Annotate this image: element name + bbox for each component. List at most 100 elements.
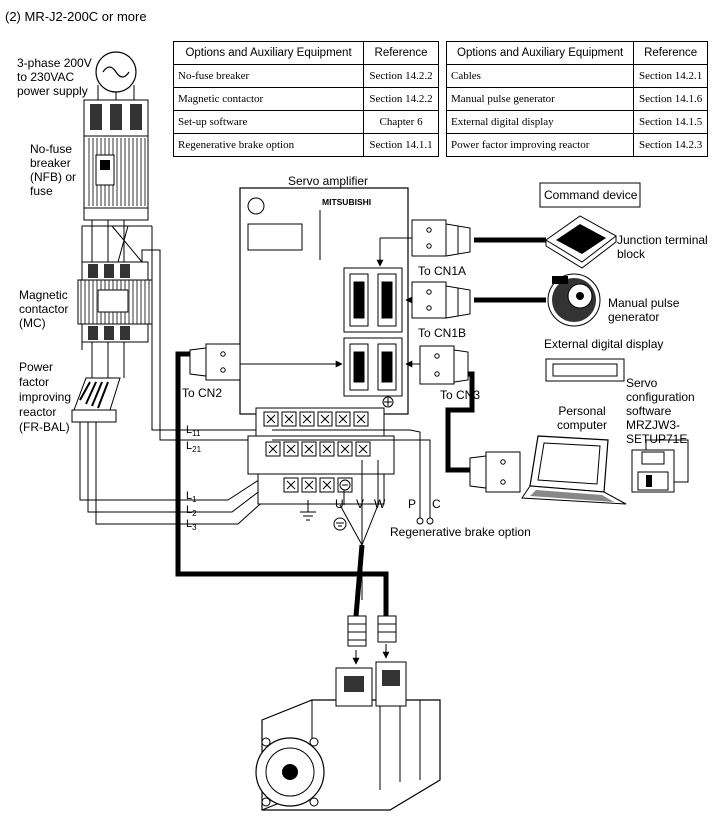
cn1b-connector — [411, 281, 471, 319]
laptop-computer-device — [521, 435, 627, 505]
terminal-label-l3: L3 — [186, 518, 197, 532]
label-line: Servo — [626, 376, 658, 390]
supply-lines — [97, 85, 135, 100]
table-cell: Set-up software — [172, 110, 365, 134]
table-header-cell: Reference — [633, 41, 708, 65]
brand-logo-text: MITSUBISHI — [322, 197, 371, 207]
ground-symbol — [300, 500, 347, 531]
external-digital-display-device — [545, 358, 625, 382]
terminal-label-l1: L1 — [186, 490, 197, 504]
label-line: generator — [608, 310, 660, 324]
table-cell: No-fuse breaker — [172, 64, 365, 88]
table-header-cell: Options and Auxiliary Equipment — [445, 41, 635, 65]
servo-motor-device — [255, 615, 441, 811]
options-table-left: Options and Auxiliary Equipment Referenc… — [172, 41, 439, 157]
manual-pulse-label: Manual pulse generator — [608, 296, 679, 324]
label-line: Manual pulse — [608, 296, 680, 310]
label-line: reactor — [19, 405, 57, 419]
label-line: block — [617, 247, 646, 261]
servo-amplifier-device — [239, 187, 409, 505]
label-line: (FR-BAL) — [19, 420, 70, 434]
label-line: breaker — [30, 156, 71, 170]
servo-amplifier-label: Servo amplifier — [288, 174, 369, 188]
pc-cable-connector — [469, 451, 521, 493]
terminal-label-p: P — [408, 497, 416, 511]
connection-arrows — [240, 237, 420, 665]
table-cell: Section 14.1.6 — [633, 87, 708, 111]
terminal-label-v: V — [356, 497, 364, 511]
signal-cables — [175, 237, 546, 617]
label-line: 3-phase 200V — [17, 56, 92, 70]
table-header-row: Options and Auxiliary Equipment Referenc… — [445, 41, 708, 65]
personal-computer-label: Personal computer — [557, 404, 607, 432]
nfb-label: No-fuse breaker (NFB) or fuse — [30, 142, 76, 198]
terminal-label-u: U — [335, 497, 344, 511]
terminal-label-l11: L11 — [186, 424, 201, 438]
label-line: configuration — [626, 390, 695, 404]
label-line: (NFB) or — [30, 170, 76, 184]
floppy-disk-icon — [631, 439, 689, 493]
table-cell: Section 14.2.1 — [633, 64, 708, 88]
cn2-connector — [189, 343, 241, 381]
to-cn1a-label: To CN1A — [418, 264, 467, 278]
label-line: computer — [557, 418, 608, 432]
table-cell: Section 14.1.1 — [363, 133, 439, 157]
terminal-label-l21: L21 — [186, 440, 202, 454]
section-heading: (2) MR-J2-200C or more — [5, 9, 147, 24]
label-line: Junction terminal — [617, 233, 708, 247]
to-cn3-label: To CN3 — [440, 388, 481, 402]
label-line: SETUP71E — [626, 432, 688, 446]
label-line: (MC) — [19, 316, 46, 330]
terminal-label-c: C — [432, 497, 441, 511]
label-line: No-fuse — [30, 142, 73, 156]
power-wiring — [79, 240, 279, 525]
reactor-label: Power factor improving reactor (FR-BAL) — [19, 360, 71, 435]
table-cell: Regenerative brake option — [172, 133, 365, 157]
power-supply-label: 3-phase 200V to 230VAC power supply — [17, 56, 92, 98]
label-line: improving — [19, 390, 72, 404]
manual-pulse-generator-device — [547, 273, 601, 327]
label-line: MRZJW3- — [626, 418, 680, 432]
to-cn1b-label: To CN1B — [418, 326, 467, 340]
label-line: to 230VAC — [17, 70, 75, 84]
cn1a-connector — [411, 219, 471, 257]
ext-display-label: External digital display — [544, 337, 664, 351]
ac-power-source-symbol — [95, 51, 137, 93]
terminal-label-w: W — [374, 497, 386, 511]
command-device-box — [539, 182, 641, 208]
table-cell: Section 14.2.2 — [363, 64, 439, 88]
junction-terminal-block-device — [545, 215, 617, 269]
table-cell: External digital display — [445, 110, 635, 134]
servo-config-label: Servo configuration software MRZJW3- SET… — [626, 376, 695, 446]
table-header-cell: Options and Auxiliary Equipment — [172, 41, 365, 65]
command-device-label: Command device — [544, 188, 638, 202]
label-line: fuse — [30, 184, 53, 198]
table-cell: Power factor improving reactor — [445, 133, 635, 157]
options-table-right: Options and Auxiliary Equipment Referenc… — [445, 41, 708, 157]
nfb-to-mc-wires — [81, 220, 153, 350]
cn3-connector — [419, 345, 469, 385]
label-line: Personal — [558, 404, 606, 418]
label-line: Power — [19, 360, 54, 374]
table-header-row: Options and Auxiliary Equipment Referenc… — [172, 41, 439, 65]
table-cell: Chapter 6 — [363, 110, 439, 134]
regen-option-label: Regenerative brake option — [390, 525, 531, 539]
label-line: Magnetic — [19, 288, 68, 302]
magnetic-contactor-device — [77, 261, 153, 343]
no-fuse-breaker-device — [83, 99, 149, 221]
label-line: power supply — [17, 84, 88, 98]
table-cell: Section 14.2.3 — [633, 133, 708, 157]
junction-block-label: Junction terminal block — [617, 233, 708, 261]
power-factor-reactor-device — [71, 377, 121, 423]
label-line: factor — [19, 375, 50, 389]
label-line: contactor — [19, 302, 69, 316]
terminal-label-l2: L2 — [186, 504, 197, 518]
